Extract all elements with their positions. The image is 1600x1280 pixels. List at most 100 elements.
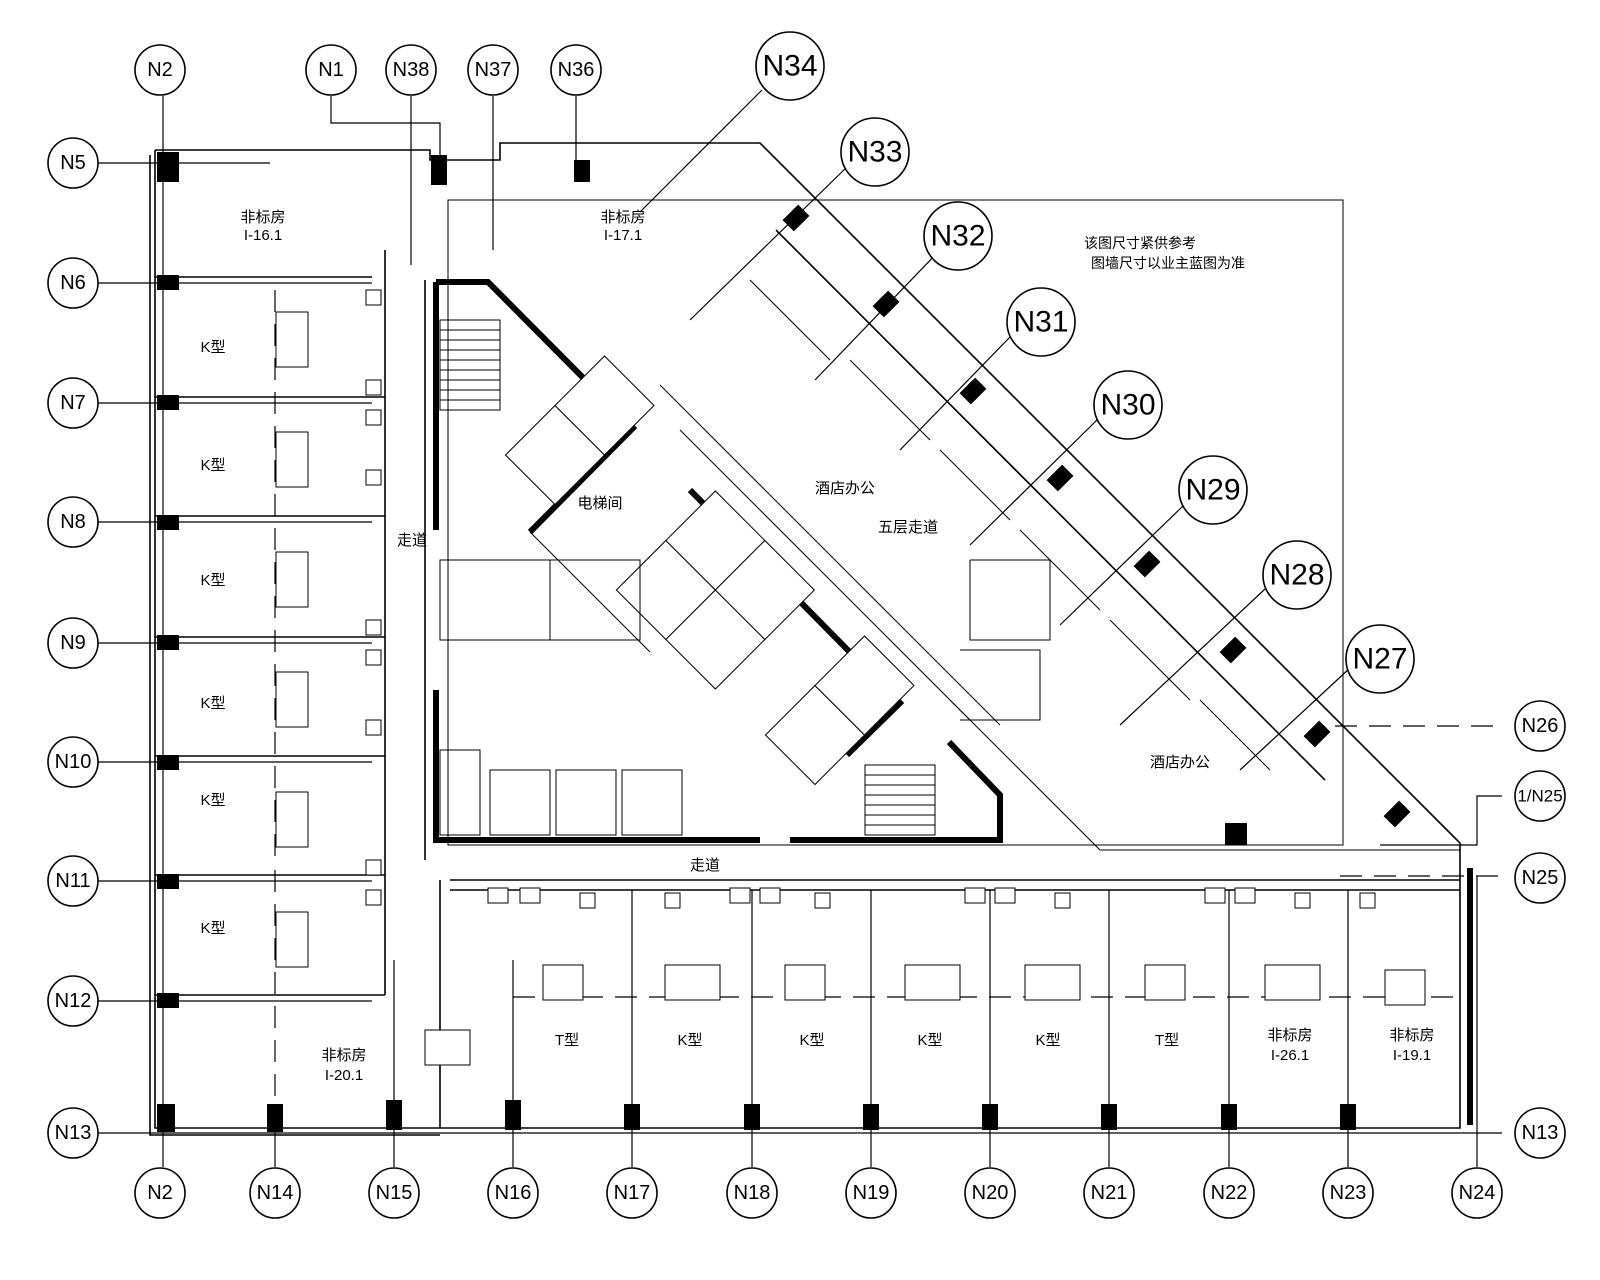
grid-lines <box>98 89 1502 1167</box>
svg-text:N23: N23 <box>1330 1182 1367 1204</box>
svg-text:N14: N14 <box>257 1182 294 1204</box>
grid-bubble-n28: N28 <box>1262 540 1332 610</box>
grid-bubble-n14: N14 <box>249 1167 301 1219</box>
building-core <box>433 279 1460 851</box>
hotel-office-label-1: 酒店办公 <box>815 480 875 497</box>
grid-bubble-n37: N37 <box>467 44 519 96</box>
grid-bubble-n17: N17 <box>606 1167 658 1219</box>
room-b2: K型 <box>677 1032 702 1049</box>
room-code-i261: I-26.1 <box>1271 1047 1309 1064</box>
grid-bubble-n25: N25 <box>1514 852 1566 904</box>
svg-text:N11: N11 <box>55 870 90 892</box>
bathroom-fixtures-bottom <box>424 887 1426 1066</box>
grid-bubble-n23: N23 <box>1322 1167 1374 1219</box>
hotel-office-label-2: 酒店办公 <box>1150 754 1210 771</box>
room-k2: K型 <box>200 457 225 474</box>
room-name-i161: 非标房 <box>240 209 285 226</box>
corridor-bottom-label: 走道 <box>690 857 720 874</box>
svg-text:N36: N36 <box>558 59 595 81</box>
svg-text:N5: N5 <box>60 152 86 174</box>
grid-bubble-n8: N8 <box>47 496 99 548</box>
corridor-left-label: 走道 <box>397 532 427 549</box>
svg-text:N27: N27 <box>1352 643 1407 676</box>
grid-bubble-n12: N12 <box>47 975 99 1027</box>
svg-text:N8: N8 <box>60 511 86 533</box>
room-b3: K型 <box>799 1032 824 1049</box>
outer-walls <box>149 142 1461 1136</box>
left-room-partitions <box>155 250 426 996</box>
svg-text:N10: N10 <box>55 751 92 773</box>
svg-text:N28: N28 <box>1269 559 1324 592</box>
room-name-i261: 非标房 <box>1267 1027 1312 1044</box>
svg-text:N20: N20 <box>972 1182 1009 1204</box>
room-name-i201: 非标房 <box>321 1047 366 1064</box>
grid-bubble-n6: N6 <box>47 257 99 309</box>
bathroom-fixtures-left <box>275 289 382 968</box>
grid-bubble-1-n25: 1/N25 <box>1514 770 1566 822</box>
grid-bubble-n1: N1 <box>305 44 357 96</box>
svg-text:N26: N26 <box>1522 715 1559 737</box>
room-code-i191: I-19.1 <box>1393 1047 1431 1064</box>
svg-text:N29: N29 <box>1185 474 1240 507</box>
grid-bubble-n9: N9 <box>47 617 99 669</box>
stair-top <box>439 319 501 411</box>
grid-bubble-n13-right: N13 <box>1514 1107 1566 1159</box>
svg-text:N12: N12 <box>55 990 92 1012</box>
svg-text:N13: N13 <box>55 1122 92 1144</box>
grid-bubble-n13-left: N13 <box>47 1107 99 1159</box>
grid-bubble-n18: N18 <box>726 1167 778 1219</box>
grid-bubble-n27: N27 <box>1345 624 1415 694</box>
grid-bubble-n16: N16 <box>487 1167 539 1219</box>
svg-text:N33: N33 <box>847 136 902 169</box>
room-k6: K型 <box>200 920 225 937</box>
grid-bubble-n22: N22 <box>1203 1167 1255 1219</box>
svg-text:N18: N18 <box>734 1182 771 1204</box>
room-name-i191: 非标房 <box>1389 1027 1434 1044</box>
svg-text:N16: N16 <box>495 1182 532 1204</box>
grid-bubble-n29: N29 <box>1178 455 1248 525</box>
room-b5: K型 <box>1035 1032 1060 1049</box>
grid-bubble-n24: N24 <box>1451 1167 1503 1219</box>
structural-columns <box>157 152 1411 1132</box>
grid-bubbles: N2 N1 N38 N37 N36 N34 N33 N32 N31 N30 N2… <box>47 31 1566 1219</box>
stair-bottom <box>864 764 936 836</box>
elevator-hall-label: 电梯间 <box>577 495 622 512</box>
note-line-2: 图墙尺寸以业主蓝图为准 <box>1091 255 1245 271</box>
fifth-floor-corridor-label: 五层走道 <box>878 519 938 536</box>
grid-bubble-n2-bottom: N2 <box>134 1167 186 1219</box>
svg-text:N31: N31 <box>1013 306 1068 339</box>
svg-text:N21: N21 <box>1091 1182 1128 1204</box>
svg-text:N7: N7 <box>60 392 86 414</box>
grid-bubble-n38: N38 <box>385 44 437 96</box>
svg-text:N2: N2 <box>147 1182 173 1204</box>
svg-text:N37: N37 <box>475 59 512 81</box>
grid-bubble-n31: N31 <box>1006 287 1076 357</box>
room-k4: K型 <box>200 695 225 712</box>
svg-text:N30: N30 <box>1100 389 1155 422</box>
svg-text:N25: N25 <box>1522 867 1559 889</box>
grid-bubble-n5: N5 <box>47 137 99 189</box>
room-code-i201: I-20.1 <box>325 1067 363 1084</box>
grid-bubble-n21: N21 <box>1083 1167 1135 1219</box>
svg-text:N22: N22 <box>1211 1182 1248 1204</box>
room-k3: K型 <box>200 572 225 589</box>
room-labels: 非标房 I-16.1 非标房 I-17.1 K型 K型 K型 K型 K型 K型 … <box>200 209 1434 1084</box>
svg-text:N32: N32 <box>930 220 985 253</box>
svg-text:N6: N6 <box>60 272 86 294</box>
grid-bubble-n30: N30 <box>1093 370 1163 440</box>
grid-bubble-n34: N34 <box>755 31 825 101</box>
bottom-room-partitions <box>439 868 1473 1128</box>
room-b4: K型 <box>917 1032 942 1049</box>
svg-text:1/N25: 1/N25 <box>1517 787 1562 806</box>
room-b1: T型 <box>555 1032 579 1049</box>
grid-bubble-n36: N36 <box>550 44 602 96</box>
room-name-i171: 非标房 <box>600 209 645 226</box>
grid-bubble-n19: N19 <box>845 1167 897 1219</box>
grid-bubble-n10: N10 <box>47 736 99 788</box>
office-partitions <box>749 229 1326 781</box>
note-line-1: 该图尺寸紧供参考 <box>1084 235 1196 251</box>
room-code-i161: I-16.1 <box>244 227 282 244</box>
svg-text:N9: N9 <box>60 632 86 654</box>
grid-bubble-n20: N20 <box>964 1167 1016 1219</box>
